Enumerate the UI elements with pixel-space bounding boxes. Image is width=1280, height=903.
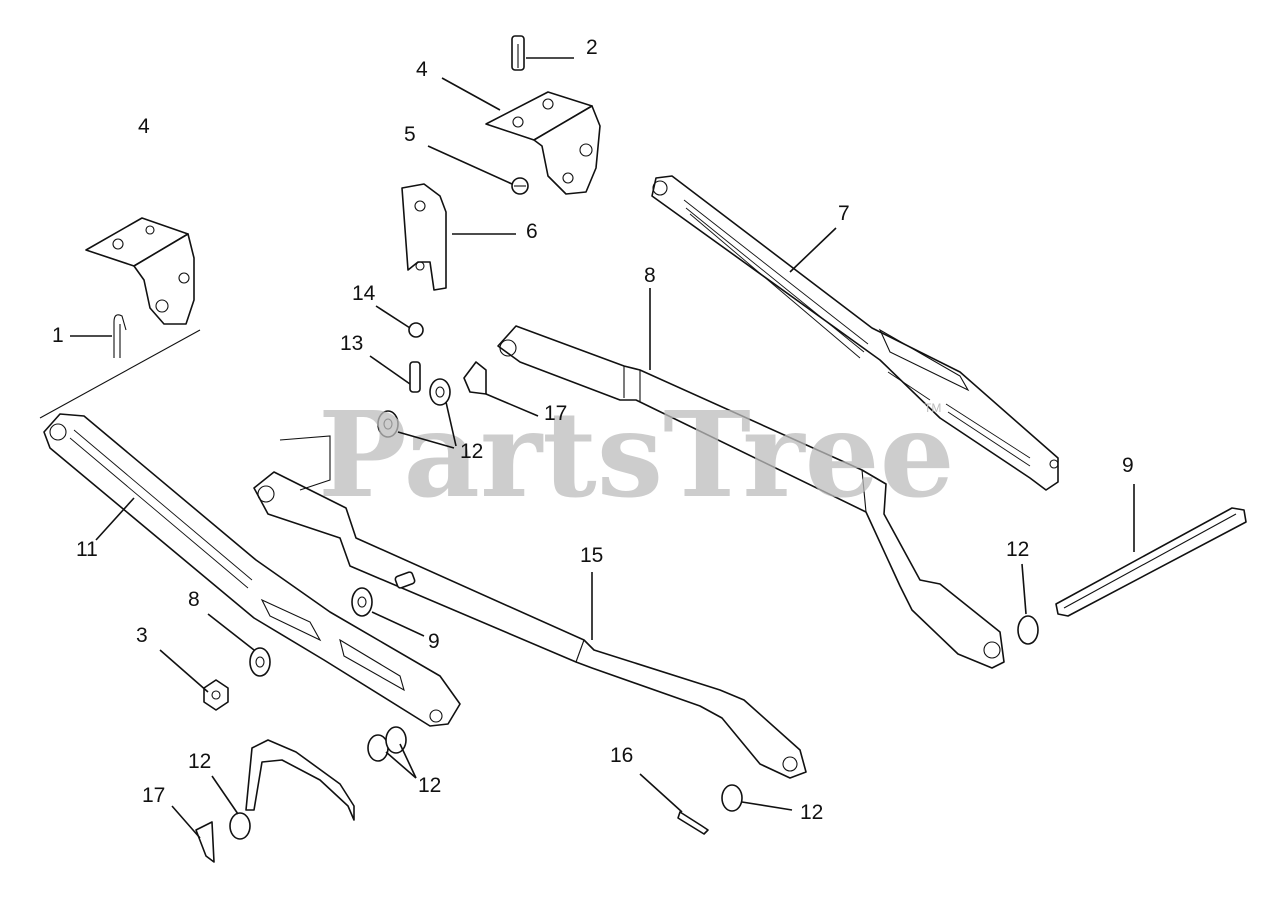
left-bracket-part: [39, 217, 201, 419]
center-arm-part: [497, 325, 1005, 669]
callout-8: 8: [644, 264, 656, 287]
callout-10: 9: [1122, 454, 1134, 477]
watermark-text: PartsTree: [318, 385, 955, 524]
nut-part: [511, 177, 529, 195]
callout-11: 11: [76, 538, 98, 561]
long-rod-part: [1055, 507, 1247, 617]
bolt-part: [409, 361, 421, 393]
lock-nut-part: [408, 322, 424, 338]
callout-12-lower-center: 12: [418, 774, 441, 797]
cotter-pin-part: [677, 811, 709, 835]
clip-part-lower: [195, 821, 215, 863]
clip-part-upper: [463, 361, 487, 395]
callout-1: 1: [52, 324, 64, 347]
callout-17-upper: 17: [544, 402, 567, 425]
callout-12-right: 12: [1006, 538, 1029, 561]
washer-part-right: [1017, 615, 1039, 645]
callout-13: 13: [340, 332, 363, 355]
hairpin-clip-part: [113, 314, 127, 358]
hex-nut-part: [203, 679, 229, 711]
lower-curved-plate-part: [245, 739, 355, 821]
washer-part-b: [351, 571, 416, 617]
left-link-part: [43, 413, 461, 727]
pin-part: [511, 35, 525, 71]
callout-7: 7: [838, 202, 850, 225]
callout-9-left: 8: [188, 588, 200, 611]
callout-4-left: 4: [138, 115, 150, 138]
callout-16: 16: [610, 744, 633, 767]
callout-15: 15: [580, 544, 603, 567]
washer-part-a: [249, 647, 271, 677]
washer-part-bottom-left: [229, 812, 251, 840]
washer-pair-upper: [377, 378, 451, 438]
callout-14: 14: [352, 282, 376, 305]
upper-bracket-part: [485, 91, 601, 195]
curved-plate-part: [401, 183, 447, 291]
washer-part-lower-right: [721, 784, 743, 812]
callout-3: 3: [136, 624, 148, 647]
callout-12-lower-left: 12: [188, 750, 211, 773]
callout-9-center: 9: [428, 630, 440, 653]
callout-17-lower: 17: [142, 784, 165, 807]
callout-6: 6: [526, 220, 538, 243]
callout-12-lower-right: 12: [800, 801, 823, 824]
callout-4-upper: 4: [416, 58, 428, 81]
callout-12-upper: 12: [460, 440, 483, 463]
lower-lift-arm-part: [253, 435, 807, 779]
leader-lines: [70, 57, 1135, 839]
upper-link-rod-part: [651, 175, 1059, 491]
watermark-trademark: TM: [924, 401, 941, 415]
callout-2: 2: [586, 36, 598, 59]
callout-5: 5: [404, 123, 416, 146]
